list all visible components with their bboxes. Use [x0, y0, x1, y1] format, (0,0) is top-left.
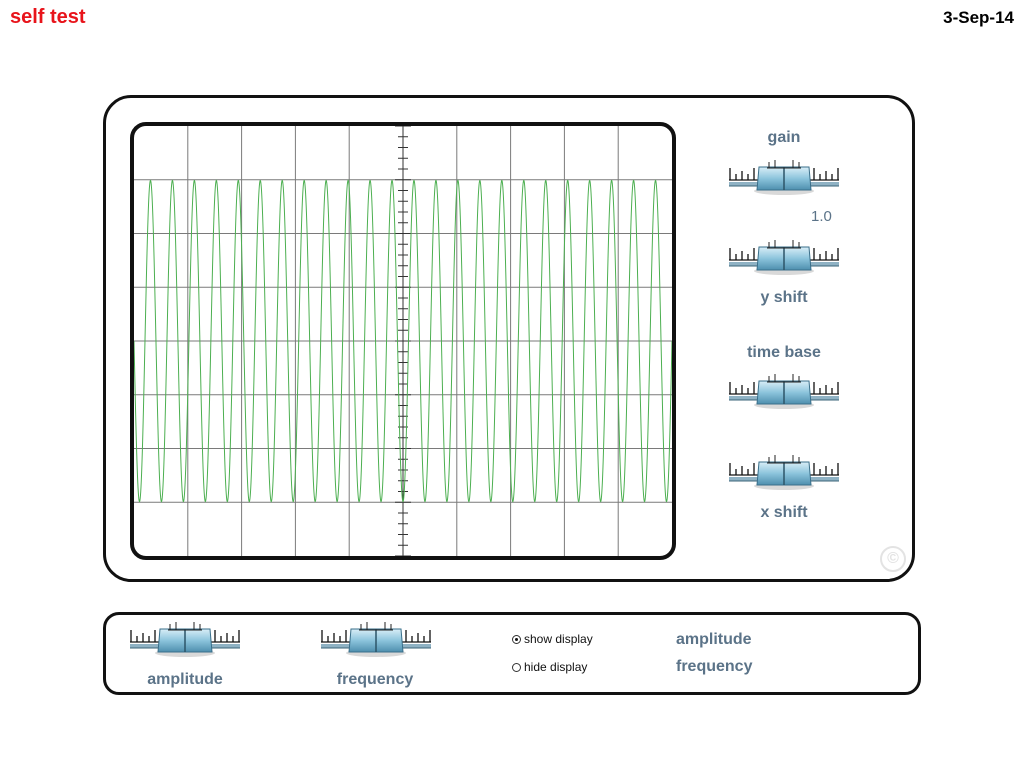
radio-unchecked-icon	[512, 662, 521, 672]
amplitude-slider[interactable]	[128, 622, 242, 658]
frequency-slider-label: frequency	[336, 671, 414, 688]
center-axis-ticks	[395, 126, 411, 556]
amplitude-slider-label: amplitude	[147, 671, 223, 688]
show-display-radio[interactable]: show display	[512, 632, 593, 646]
hide-display-label: hide display	[524, 660, 588, 674]
oscilloscope-screen	[130, 122, 676, 560]
copyright-icon: ©	[880, 546, 906, 572]
time-base-slider[interactable]	[727, 374, 841, 410]
show-display-label: show display	[524, 632, 593, 646]
frequency-slider[interactable]	[319, 622, 433, 658]
y-shift-label: y shift	[760, 289, 808, 306]
trace-display	[134, 126, 672, 556]
x-shift-label: x shift	[760, 504, 808, 521]
signal-trace	[134, 179, 672, 503]
gain-slider[interactable]	[727, 160, 841, 196]
gain-value: 1.0	[811, 208, 832, 225]
x-shift-slider[interactable]	[727, 455, 841, 491]
gain-label: gain	[767, 129, 801, 146]
signal-generator-panel	[103, 612, 921, 695]
amplitude-readout: amplitude	[676, 631, 752, 648]
page-title: self test	[10, 6, 86, 28]
y-shift-slider[interactable]	[727, 240, 841, 276]
radio-checked-icon	[512, 634, 521, 644]
hide-display-radio[interactable]: hide display	[512, 660, 587, 674]
frequency-readout: frequency	[676, 658, 753, 675]
page-date: 3-Sep-14	[943, 8, 1014, 27]
time-base-label: time base	[747, 344, 821, 361]
